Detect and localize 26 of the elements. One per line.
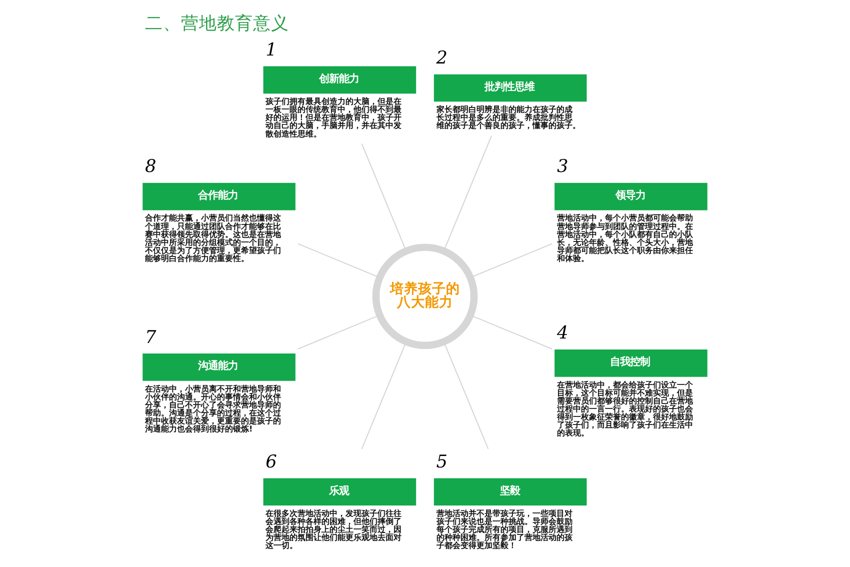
node-label: 6 [266,452,277,472]
node-label: 营地活动中，每个小营员都可能会帮助营地导师参与到团队的管理过程中。在营地活动中，每个小队都有自己的小队长，无论年龄、性格、个头大小，营地导师都可能把队长这个职务由你来担任和体验。 [556,214,693,263]
node-box: 坚毅 [434,478,587,506]
node-label: 7 [145,328,156,348]
node-box: 乐观 [263,478,416,506]
node-label: 4 [556,324,568,344]
node-label: 家长都明白明辨是非的能力在孩子的成长过程中是多么的重要。养成批判性思维的孩子是个善良的孩子，懂事的孩子。 [436,105,580,130]
node-label: 孩子们拥有最具创造力的大脑，但是在一板一眼的传统教育中，他们得不到最好的运用！但是在营地教育中，孩子开动自己的大脑，手脑并用，并在其中发散创造性思维。 [266,97,402,138]
node-label: 在很多次营地活动中，发现孩子们往往会遇到各种各样的困难，但他们摔倒了会爬起来拍拍身上的尘土一笑而过，因为营地的氛围让他们能更乐观地去面对这一切。 [266,509,402,550]
diagram-title: 二、营地教育意义 [145,14,290,34]
node-label: 5 [436,452,448,472]
node-label: 在营地活动中，都会给孩子们设立一个目标，这个目标可能并不难实现，但是需要营员们都够很好的控制自己在营地过程中的一言一行。表现好的孩子也会得到一枚象征荣誉的徽章，很好地鼓励了孩子们，而且影响了孩子们在生活中的表现。 [556,380,693,438]
node-box: 批判性思维 [434,74,587,102]
node-label: 合作才能共赢，小营员们当然也懂得这个道理，只能通过团队合作才能够在比赛中获得领先取得优势。这也是在营地活动中所采用的分组模式的一个目的，不仅仅是为了方便管理，更希望孩子们能够明白合作能力的重要性。 [145,214,282,263]
node-box: 领导力 [554,182,708,210]
node-box: 创新能力 [263,66,416,94]
node-box: 合作能力 [142,182,296,210]
node-label: 在活动中，小营员离不开和营地导师和小伙伴的沟通。开心的事情会和小伙伴分享，自己不开心了会寻求营地导师的帮助。沟通是个分享的过程，在这个过程中收获友谊关爱，更重要的是孩子的沟通能力也会得到很好的锻炼! [145,384,282,434]
node-label: 3 [556,157,568,178]
node-label: 2 [436,48,448,69]
node-label: 1 [266,40,277,60]
node-label: 8 [145,157,156,178]
node-circle: 培养孩子的八大能力 [372,244,478,350]
node-box: 沟通能力 [142,354,296,381]
node-box: 自我控制 [554,350,708,377]
node-label: 营地活动并不是带孩子玩，一些项目对孩子们来说也是一种挑战。导师会鼓励每个孩子完成所有的项目，克服所遇到的种种困难。所有参加了营地活动的孩子都会变得更加坚毅！ [436,509,572,550]
